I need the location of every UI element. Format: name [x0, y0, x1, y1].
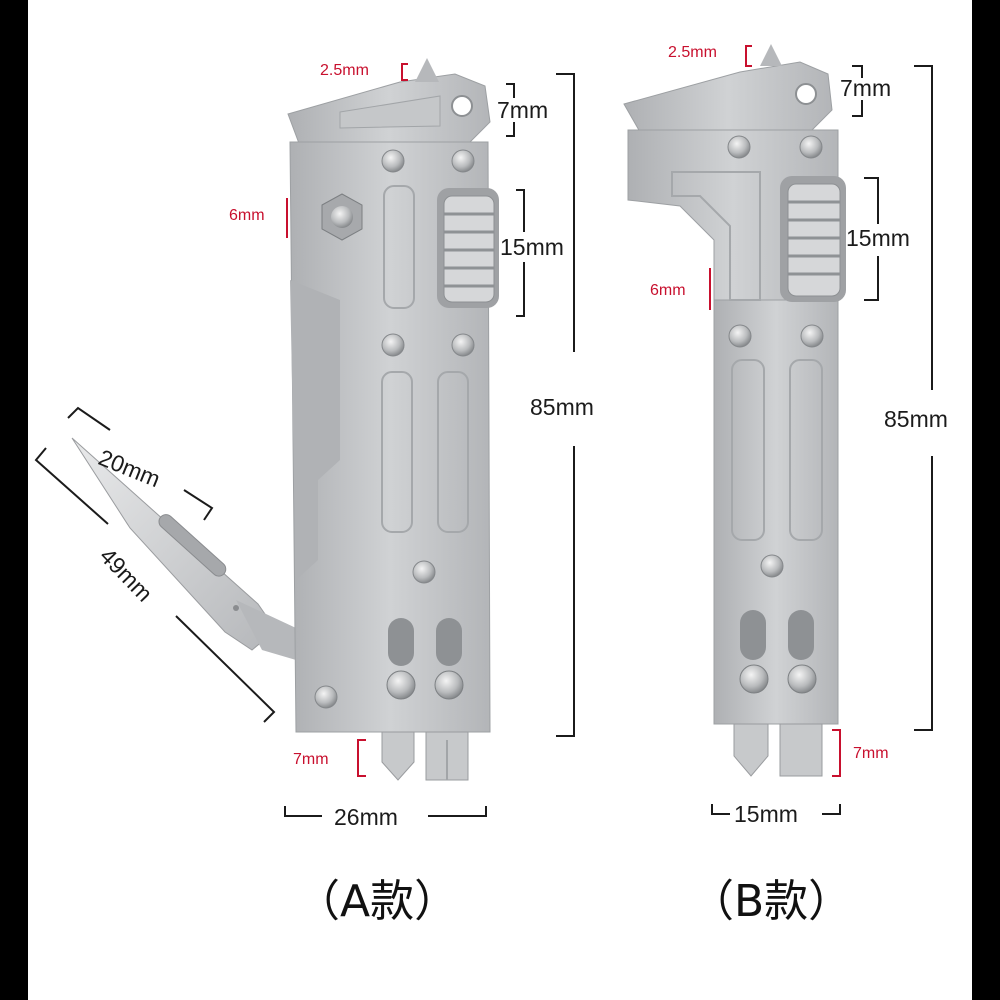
tool-a-bit-slot [388, 618, 414, 666]
tool-b-adjusting-wheel [787, 183, 841, 297]
tool-b-phillips-bit [733, 723, 769, 777]
dim-line-a-width [284, 806, 487, 817]
tool-b-flat-bit [779, 723, 823, 777]
tool-a-blade-arm [236, 600, 296, 660]
tool-a-hex-nut-center [331, 206, 353, 228]
caption-variant-a: （A款） [296, 876, 459, 927]
tool-a-bit-slot [436, 618, 462, 666]
dim-label-b-slot: 6mm [650, 282, 686, 299]
dim-line-a-wheel [516, 189, 525, 317]
dim-label-a-tip: 2.5mm [320, 62, 369, 79]
dim-line-b-jaw [852, 65, 863, 117]
tool-a-bit-knob [434, 670, 464, 700]
dim-line-a-length [556, 73, 575, 737]
tool-b [623, 44, 846, 777]
dim-label-b-bit: 7mm [853, 745, 889, 762]
dim-line-a-blade-length [34, 447, 276, 723]
tool-b-screw [728, 324, 752, 348]
dim-label-a-hex: 6mm [229, 207, 265, 224]
caption-variant-b: （B款） [690, 876, 853, 927]
tool-b-spike [760, 44, 782, 66]
tool-a-spike [415, 58, 439, 82]
dim-label-a-bit: 7mm [293, 751, 329, 768]
tool-b-bit-knob [739, 664, 769, 694]
dim-label-b-tip: 2.5mm [668, 44, 717, 61]
dim-label-a-wheel: 15mm [500, 234, 564, 260]
tool-a-screw [314, 685, 338, 709]
tool-a [71, 58, 499, 781]
tool-b-neck-groove [671, 171, 761, 301]
tool-a-screw [451, 333, 475, 357]
tool-a-side-panel [290, 280, 340, 580]
dim-line-b-bit [832, 729, 841, 777]
tool-b-body [713, 299, 839, 725]
tool-b-lanyard-hole [795, 83, 817, 105]
tool-b-screw [727, 135, 751, 159]
tool-b-bit-slot [740, 610, 766, 660]
dim-line-b-wheel [864, 177, 879, 301]
dim-line-b-length [914, 65, 933, 731]
tool-b-bit-slot [788, 610, 814, 660]
tool-a-screw [412, 560, 436, 584]
tool-a-screw [381, 149, 405, 173]
tool-a-screw [381, 333, 405, 357]
dim-line-a-bit [357, 739, 366, 777]
dim-label-b-wheel: 15mm [846, 225, 910, 251]
dim-line-b-width [711, 804, 841, 815]
tool-a-groove [437, 371, 469, 533]
dim-label-b-width: 15mm [734, 801, 798, 827]
tool-a-bit-knob [386, 670, 416, 700]
tool-a-screw [451, 149, 475, 173]
tool-a-groove [381, 371, 413, 533]
tool-a-jaw-groove [339, 95, 441, 129]
dim-label-a-jaw: 7mm [497, 97, 549, 123]
dim-line-b-tip [745, 45, 752, 67]
dim-line-a-tip [401, 63, 408, 81]
tool-b-screw [800, 324, 824, 348]
tool-a-blade-slot [158, 514, 227, 577]
dim-line-a-blade-tip [67, 406, 214, 521]
tool-b-screw [799, 135, 823, 159]
dim-label-b-length: 85mm [884, 406, 948, 432]
dim-label-a-length: 85mm [530, 394, 594, 420]
tool-a-lanyard-hole [451, 95, 473, 117]
dim-line-a-jaw [506, 83, 515, 137]
tool-b-screw [760, 554, 784, 578]
tool-b-groove [731, 359, 765, 541]
dim-label-b-jaw: 7mm [840, 75, 892, 101]
tool-b-bit-knob [787, 664, 817, 694]
tool-a-phillips-bit [381, 731, 415, 781]
tool-a-blade [71, 437, 277, 651]
tool-b-groove [789, 359, 823, 541]
tool-a-groove [383, 185, 415, 309]
dim-label-a-width: 26mm [334, 804, 398, 830]
tool-a-blade-pin [233, 605, 239, 611]
